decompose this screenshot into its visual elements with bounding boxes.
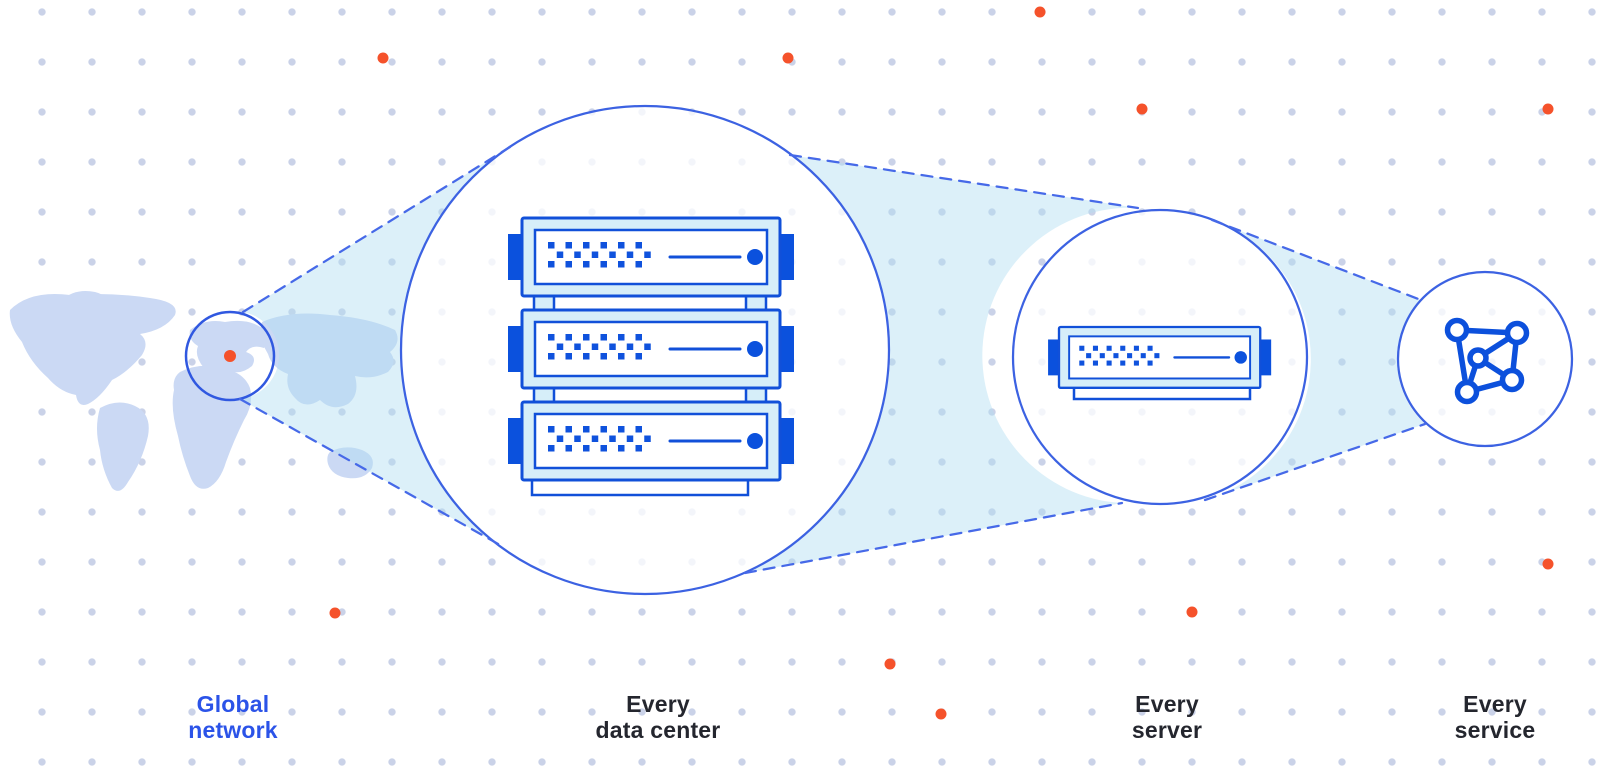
- world-map: [9, 291, 398, 491]
- location-dot-icon: [224, 350, 236, 362]
- beam-server-to-service: [1205, 220, 1425, 500]
- label-line: network: [188, 717, 278, 743]
- server-unit-icon: [506, 400, 796, 482]
- dashed-connectors: [238, 145, 1427, 575]
- label-line: Every: [1135, 691, 1199, 717]
- accent-dot: [1542, 103, 1554, 115]
- label-every-server: Every server: [1132, 691, 1202, 743]
- accent-dot: [935, 708, 947, 720]
- accent-dot: [1186, 606, 1198, 618]
- label-line: Every: [1463, 691, 1527, 717]
- network-mesh-icon: [1444, 317, 1530, 405]
- accent-dot: [1136, 103, 1148, 115]
- label-line: Global: [196, 691, 270, 717]
- accent-dot: [782, 52, 794, 64]
- globe-highlight-circle: [184, 310, 276, 402]
- accent-dot: [884, 658, 896, 670]
- beam-datacenter-to-server: [745, 155, 1138, 573]
- beam-map-to-datacenter: [240, 147, 510, 545]
- server-unit-icon: [506, 308, 796, 390]
- server-rack-icon: [506, 216, 796, 497]
- label-every-service: Every service: [1455, 691, 1536, 743]
- label-every-data-center: Every data center: [596, 691, 721, 743]
- label-line: server: [1131, 717, 1203, 743]
- server-unit-icon: [506, 216, 796, 298]
- label-line: Every: [626, 691, 690, 717]
- accent-dot: [329, 607, 341, 619]
- label-line: data center: [595, 717, 721, 743]
- accent-dot: [1034, 6, 1046, 18]
- label-line: service: [1454, 717, 1536, 743]
- server-unit-icon: [1046, 325, 1273, 401]
- zoom-beams: [240, 147, 1425, 573]
- accent-dot: [1542, 558, 1554, 570]
- label-global-network: Global network: [188, 691, 278, 743]
- accent-dot: [377, 52, 389, 64]
